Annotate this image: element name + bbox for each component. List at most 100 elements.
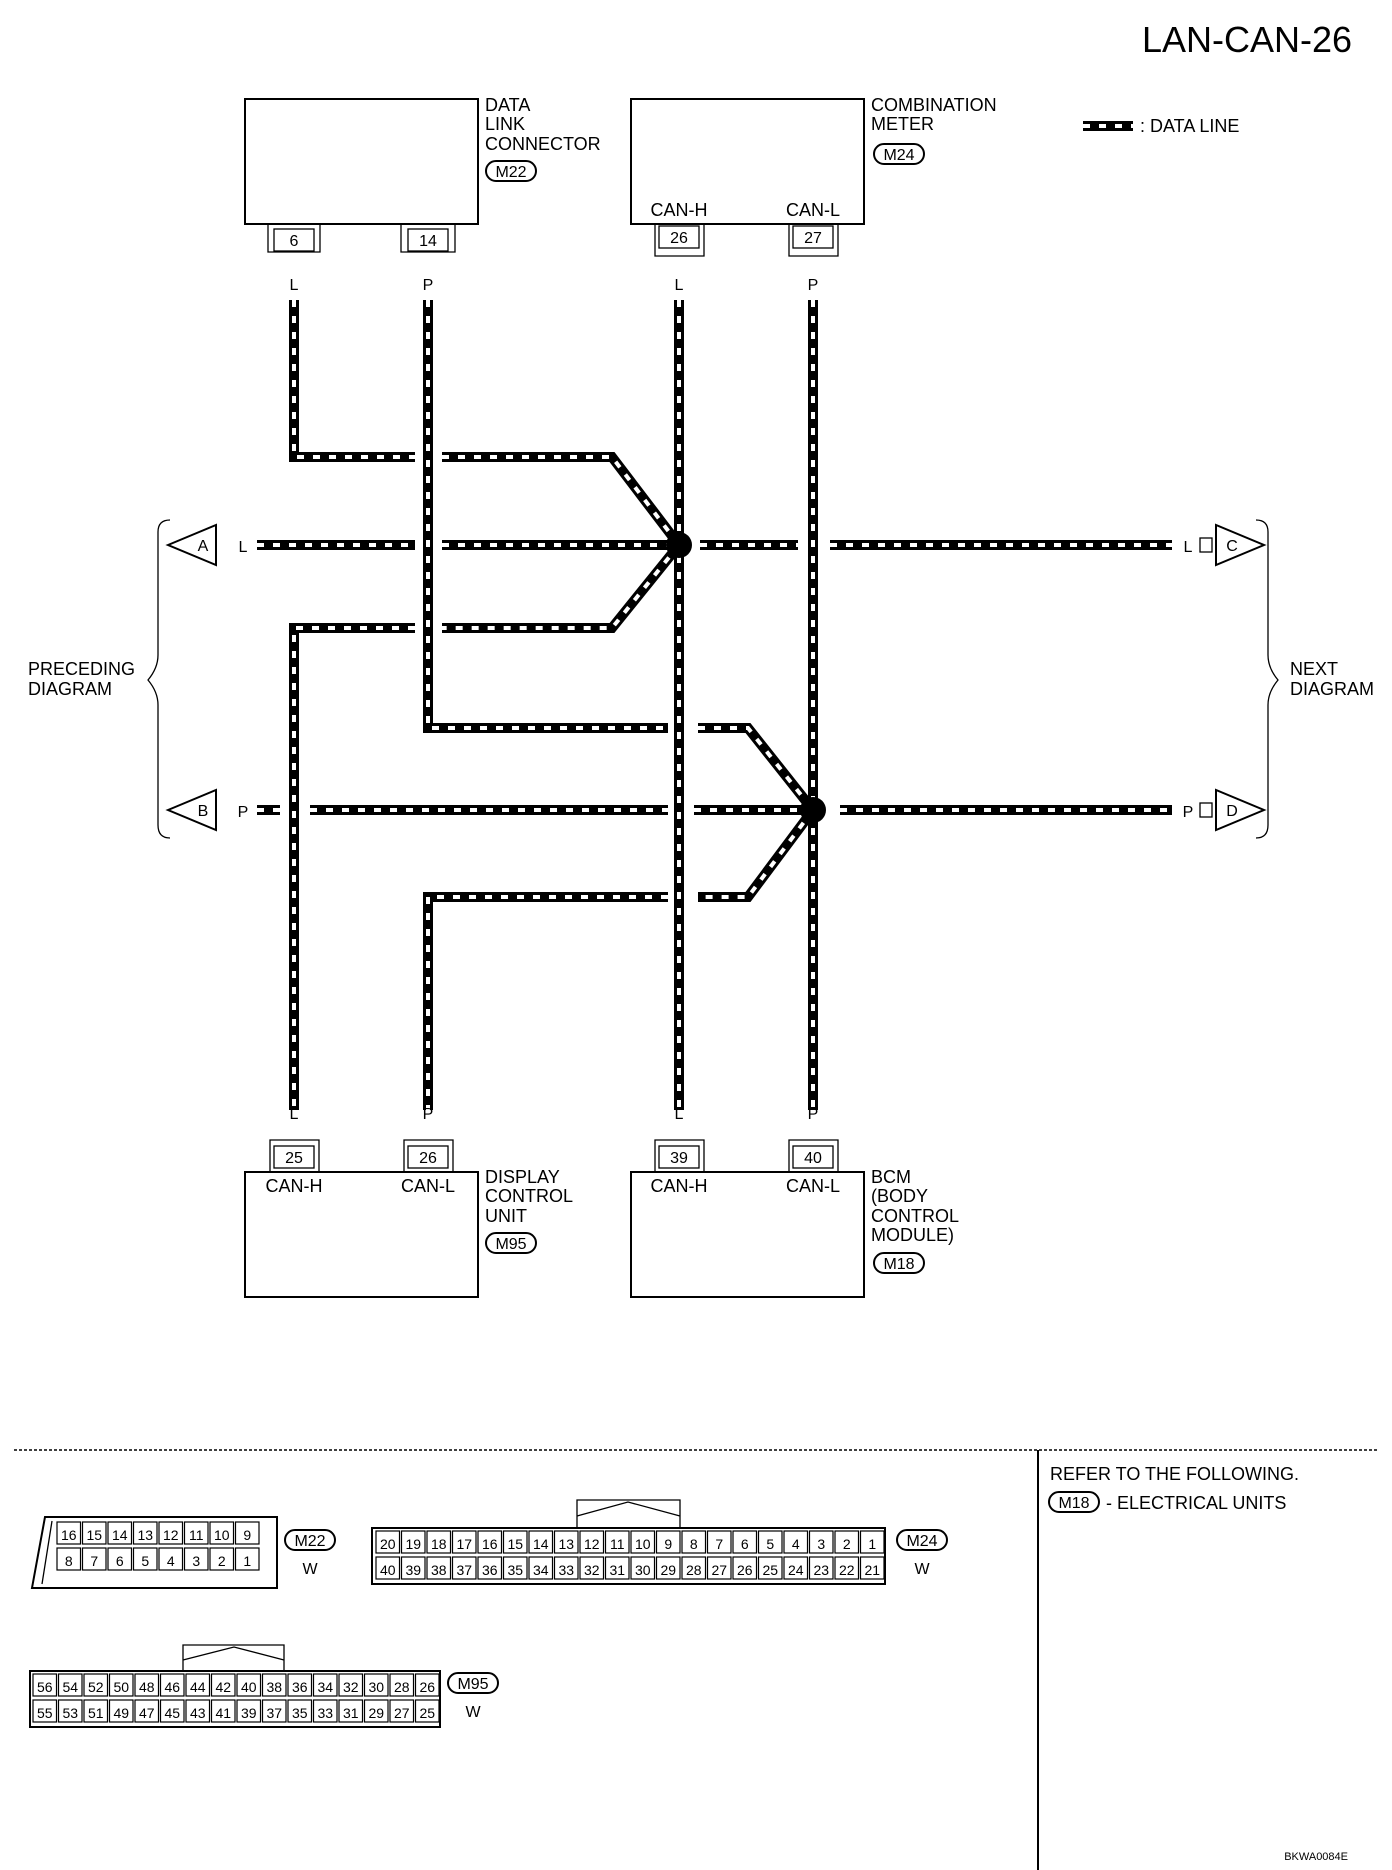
m95-pin-number: 47: [139, 1705, 155, 1721]
m24-pin-cell: [579, 1556, 605, 1580]
m24-pin-cell: [502, 1556, 528, 1580]
dlc-name-3: CONNECTOR: [485, 134, 601, 154]
m22-pin-cell: [234, 1521, 260, 1545]
m22-pin-cell: [158, 1521, 184, 1545]
m95-face-id: M95: [457, 1676, 488, 1693]
refer-text: REFER TO THE FOLLOWING.: [1050, 1464, 1299, 1484]
m95-pin-cell: [83, 1699, 109, 1723]
m95-pin-cell: [57, 1673, 83, 1697]
wires: [257, 300, 1172, 1110]
m95-pin-number: 48: [139, 1679, 155, 1695]
m24-pin-number: 15: [507, 1536, 523, 1552]
link-arrow-c: [1215, 523, 1267, 567]
m95-pin-number: 50: [113, 1679, 129, 1695]
m95-pin-number: 32: [343, 1679, 359, 1695]
meter-connector-badge: [873, 143, 925, 165]
m24-pin-number: 19: [405, 1536, 421, 1552]
refer-note: REFER TO THE FOLLOWING. M18 - ELECTRICAL…: [1048, 1464, 1299, 1513]
dlc-pin-6-box: [267, 224, 321, 253]
m95-pin-cell: [134, 1699, 160, 1723]
meter-pin-26-box: [658, 225, 700, 249]
combination-meter: COMBINATION METER M24 CAN-H CAN-L 26 L 2…: [630, 95, 997, 294]
m24-pin-number: 11: [610, 1536, 625, 1552]
legend-text: : DATA LINE: [1140, 116, 1239, 136]
junction-p: [800, 797, 826, 823]
m24-pin-cell: [630, 1530, 656, 1554]
bcm-pin-39: 39: [670, 1150, 688, 1167]
m95-pin-cell: [261, 1699, 287, 1723]
m24-pin-number: 39: [405, 1562, 421, 1578]
m95-pin-cell: [338, 1673, 364, 1697]
m24-pin-cell: [553, 1530, 579, 1554]
m24-pin-number: 18: [431, 1536, 447, 1552]
m24-key: [576, 1499, 681, 1528]
m95-pin-number: 25: [419, 1705, 435, 1721]
m95-pin-cell: [312, 1699, 338, 1723]
m24-pin-cell: [757, 1556, 783, 1580]
link-d-wire-color: P: [1183, 804, 1194, 821]
m24-pin-number: 36: [482, 1562, 498, 1578]
meter-pin-27-box: [792, 225, 834, 249]
m24-pin-cell: [706, 1530, 732, 1554]
m24-pin-cell: [579, 1530, 605, 1554]
meter-pin-27: 27: [804, 230, 822, 247]
next-diagram-link: NEXT DIAGRAM L C P D: [1183, 519, 1374, 839]
m24-pin-cell: [681, 1530, 707, 1554]
m95-pin-cell: [236, 1673, 262, 1697]
m24-outline: [371, 1527, 886, 1585]
right-brace: [1255, 519, 1279, 839]
m95-pin-cell: [185, 1673, 211, 1697]
m95-pin-number: 52: [88, 1679, 104, 1695]
m24-pin-cell: [783, 1530, 809, 1554]
display-name-1: DISPLAY: [485, 1167, 560, 1187]
m95-pin-cell: [83, 1673, 109, 1697]
m22-pin-cell: [183, 1521, 209, 1545]
m22-face-badge: [284, 1529, 336, 1551]
m24-pin-cell: [604, 1556, 630, 1580]
m22-pin-number: 13: [137, 1527, 153, 1543]
bcm-wire-40-color: P: [808, 1106, 819, 1123]
combination-meter-box: [630, 98, 865, 225]
m24-pin-cell: [477, 1556, 503, 1580]
m24-pin-number: 34: [533, 1562, 549, 1578]
m95-pin-number: 40: [241, 1679, 257, 1695]
figure-code: BKWA0084E: [1284, 1851, 1348, 1863]
link-a-wire-color: L: [239, 539, 248, 556]
m24-pin-cell: [528, 1530, 554, 1554]
m95-pin-number: 27: [394, 1705, 410, 1721]
wire-display-25-l: [289, 541, 683, 1110]
m24-pin-number: 7: [715, 1536, 723, 1552]
display-connector-id: M95: [495, 1236, 526, 1253]
m24-face-id: M24: [906, 1533, 937, 1550]
dlc-connector-id: M22: [495, 164, 526, 181]
m22-pin-cell: [158, 1547, 184, 1571]
m22-pin-number: 6: [116, 1553, 124, 1569]
bcm-name-4: MODULE): [871, 1225, 954, 1245]
display-pin-25-box: [273, 1145, 315, 1169]
display-name-2: CONTROL: [485, 1186, 573, 1206]
m22-pin-cell: [209, 1547, 235, 1571]
m95-pin-number: 53: [62, 1705, 78, 1721]
m95-face-badge: [447, 1672, 499, 1694]
m22-pin-cell: [107, 1521, 133, 1545]
m24-pin-number: 29: [660, 1562, 676, 1578]
m95-pin-number: 34: [317, 1679, 333, 1695]
m95-pin-cell: [414, 1673, 440, 1697]
m95-pin-cell: [363, 1699, 389, 1723]
m24-pin-number: 33: [558, 1562, 574, 1578]
m24-pin-number: 28: [686, 1562, 702, 1578]
bcm-name-3: CONTROL: [871, 1206, 959, 1226]
bcm-name-2: (BODY: [871, 1186, 928, 1206]
link-c-wire-color: L: [1184, 539, 1193, 556]
m24-pin-number: 32: [584, 1562, 600, 1578]
m95-pin-cell: [261, 1673, 287, 1697]
refer-connector-badge: [1048, 1491, 1100, 1513]
dlc-wire-14-color: P: [423, 277, 434, 294]
data-link-connector: DATA LINK CONNECTOR M22 6 L 14 P: [244, 95, 601, 294]
left-brace: [147, 519, 171, 839]
preceding-label-2: DIAGRAM: [28, 679, 112, 699]
m95-pin-cell: [108, 1699, 134, 1723]
m24-pin-number: 20: [380, 1536, 396, 1552]
